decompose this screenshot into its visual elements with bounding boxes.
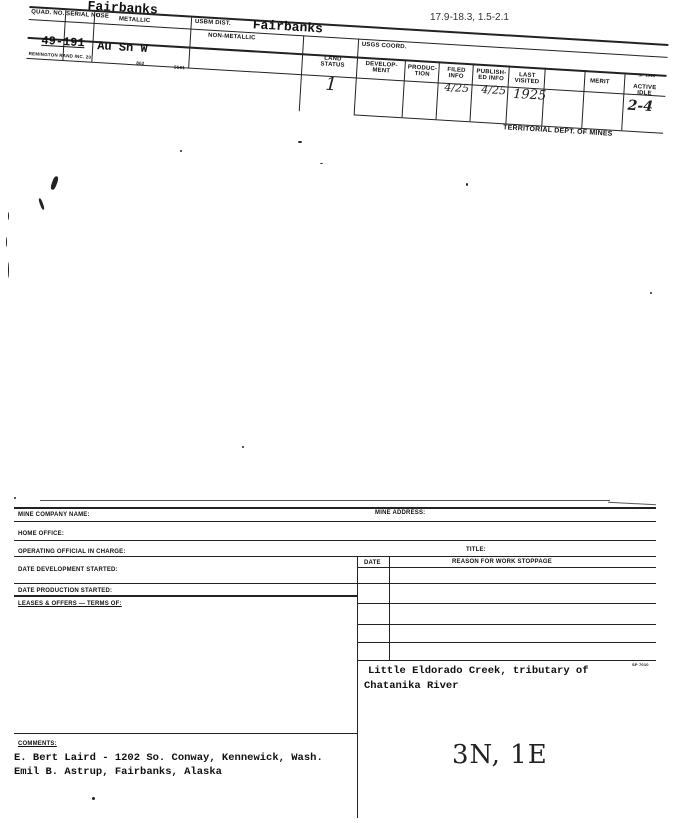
scan-mark xyxy=(14,497,16,499)
mine-company-label: MINE COMPANY NAME: xyxy=(18,512,90,518)
location-line-1: Little Eldorado Creek, tributary of xyxy=(368,665,589,677)
scan-mark xyxy=(180,150,182,152)
scan-mark xyxy=(650,292,652,294)
land-status-label: LAND STATUS xyxy=(320,55,345,69)
reason-stoppage-label: REASON FOR WORK STOPPAGE xyxy=(452,559,552,565)
merit-label: MERIT xyxy=(589,78,610,86)
last-visited-label: LAST VISITED xyxy=(514,72,540,86)
mine-address-label: MINE ADDRESS: xyxy=(375,510,426,516)
scan-mark xyxy=(38,197,45,211)
imprint-number-1: 862 xyxy=(136,60,145,66)
home-office-label: HOME OFFICE: xyxy=(18,531,65,537)
leases-offers-label: LEASES & OFFERS — TERMS OF: xyxy=(18,601,122,607)
location-line-2: Chatanika River xyxy=(364,680,459,692)
top-index-card: Fairbanks QUAD. NO. SERIAL NO. USE METAL… xyxy=(22,0,669,166)
usgs-coord-label: USGS COORD. xyxy=(361,41,407,51)
scan-mark xyxy=(298,141,302,143)
use-label: USE xyxy=(95,12,110,20)
imprint-number-2: 5501 xyxy=(174,64,186,71)
reference-code: 17.9-18.3, 1.5-2.1 xyxy=(430,12,509,23)
active-idle-label: ACTIVE IDLE xyxy=(633,83,657,98)
active-idle-value: 2-4 xyxy=(627,97,654,116)
date-column-label: DATE xyxy=(364,560,381,566)
non-metallic-label: NON-METALLIC xyxy=(207,32,256,42)
column-divider xyxy=(357,556,358,818)
title-label: TITLE: xyxy=(466,547,486,553)
quad-no-label: QUAD. NO. xyxy=(30,9,65,18)
published-info-value: 4/25 xyxy=(480,82,507,98)
land-status-value: 1 xyxy=(324,73,338,96)
metallic-label: METALLIC xyxy=(118,16,151,25)
bottom-form-number: SP 7010 xyxy=(632,662,649,667)
scan-mark xyxy=(466,183,468,186)
last-visited-value: 1925 xyxy=(512,86,547,104)
development-label: DEVELOP-MENT xyxy=(365,61,398,75)
date-production-label: DATE PRODUCTION STARTED: xyxy=(18,588,113,594)
published-info-label: PUBLISH-ED INFO xyxy=(476,68,507,83)
commodities-value: Au Sn W xyxy=(96,39,149,57)
production-label: PRODUC-TION xyxy=(407,64,438,78)
filed-info-value: 4/25 xyxy=(444,80,470,96)
date-development-label: DATE DEVELOPMENT STARTED: xyxy=(18,567,118,573)
scan-mark xyxy=(6,237,7,247)
scan-mark xyxy=(49,175,60,191)
scan-mark xyxy=(92,797,95,800)
comment-line-1: E. Bert Laird - 1202 So. Conway, Kennewi… xyxy=(14,752,323,764)
scan-mark xyxy=(320,163,323,164)
scan-mark xyxy=(8,262,9,278)
comments-label: COMMENTS: xyxy=(18,741,57,747)
operating-official-label: OPERATING OFFICIAL IN CHARGE: xyxy=(18,549,126,555)
scan-mark xyxy=(242,446,244,448)
card-top-edge xyxy=(40,500,610,501)
comment-line-2: Emil B. Astrup, Fairbanks, Alaska xyxy=(14,766,222,778)
usbm-dist-label: USBM DIST. xyxy=(194,18,232,27)
quad-serial-value: 49-191 xyxy=(41,33,86,51)
handwritten-coordinates: 3N, 1E xyxy=(452,740,548,770)
form-number: SP 1914 xyxy=(638,72,656,79)
scan-mark xyxy=(8,212,9,220)
filed-info-label: FILED INFO xyxy=(447,66,466,80)
